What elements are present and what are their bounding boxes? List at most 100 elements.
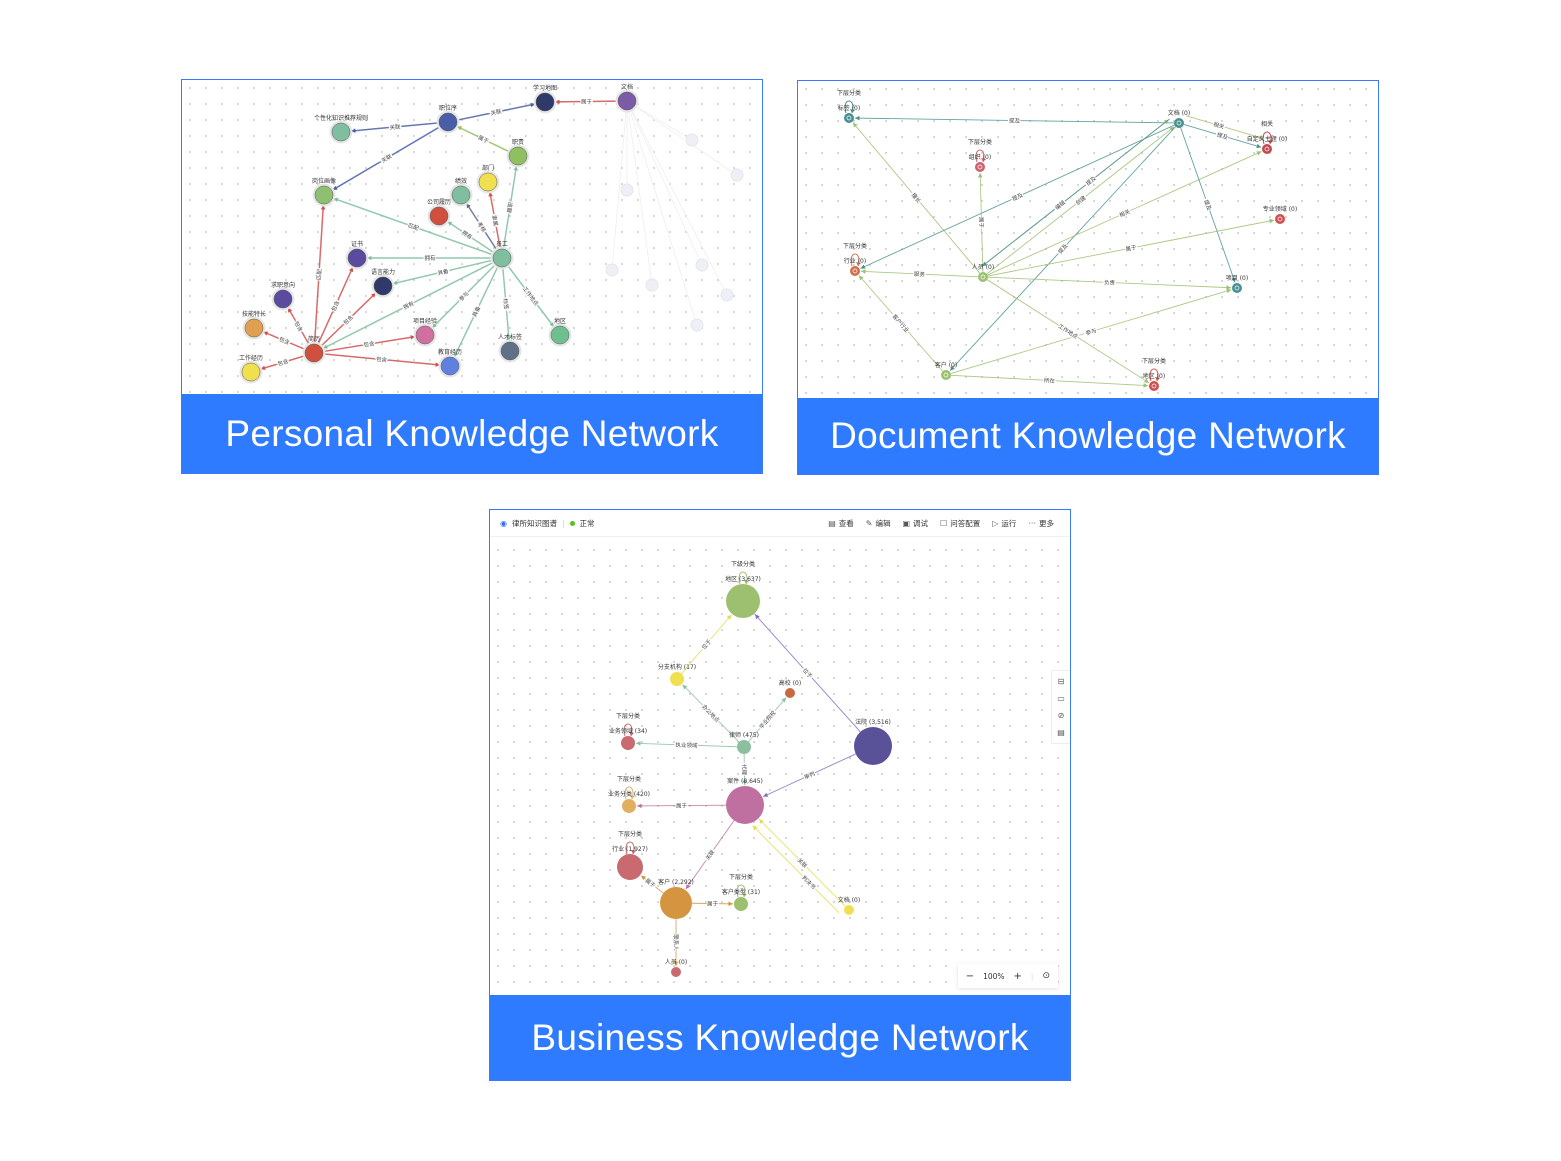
- graph-edge[interactable]: [640, 875, 664, 894]
- node-circle[interactable]: [273, 289, 293, 309]
- graph-canvas[interactable]: 学习地图文档职位序个性化知识推荐规则职责部门岗位画像绩效公司履历员工证书语言能力…: [182, 80, 762, 395]
- node-circle[interactable]: [241, 362, 261, 382]
- graph-edge[interactable]: [950, 374, 1149, 388]
- graph-edge[interactable]: [860, 124, 1175, 269]
- graph-node[interactable]: 分支机构 (17): [658, 663, 696, 686]
- zoom-in-button[interactable]: +: [1013, 970, 1022, 982]
- node-circle[interactable]: [622, 799, 636, 813]
- graph-node[interactable]: 公司履历: [427, 199, 451, 228]
- graph-edge[interactable]: 相关: [1261, 120, 1273, 145]
- graph-edge[interactable]: 下层分类: [843, 242, 867, 267]
- graph-node[interactable]: 职位序: [436, 104, 460, 134]
- view-button[interactable]: ▤查看: [828, 518, 854, 529]
- node-circle[interactable]: [660, 887, 692, 919]
- graph-node[interactable]: 行业 (1,927): [612, 845, 648, 880]
- graph-edge[interactable]: [431, 263, 497, 329]
- graph-node[interactable]: 文档 (0): [838, 896, 860, 915]
- graph-node[interactable]: 人才标签: [498, 333, 522, 363]
- graph-edge[interactable]: 下层分类: [837, 89, 861, 114]
- graph-node[interactable]: 证书: [345, 240, 369, 270]
- graph-node[interactable]: 岗位画像: [312, 177, 336, 207]
- node-circle[interactable]: [1275, 214, 1285, 224]
- node-circle[interactable]: [478, 172, 498, 192]
- graph-edge[interactable]: [1180, 127, 1236, 283]
- graph-node[interactable]: 技能特长: [242, 310, 266, 340]
- node-circle[interactable]: [451, 185, 471, 205]
- node-circle[interactable]: [438, 112, 458, 132]
- node-circle[interactable]: [304, 343, 324, 363]
- graph-edge[interactable]: [319, 292, 377, 348]
- graph-node[interactable]: 绩效: [449, 177, 473, 207]
- node-circle[interactable]: [621, 736, 635, 750]
- graph-node[interactable]: 行业 (0): [844, 257, 866, 276]
- graph-edge[interactable]: [313, 204, 326, 345]
- node-circle[interactable]: [429, 206, 449, 226]
- graph-edge[interactable]: [446, 220, 495, 254]
- graph-edge[interactable]: [322, 261, 495, 350]
- node-circle[interactable]: [844, 113, 854, 123]
- node-circle[interactable]: [331, 122, 351, 142]
- graph-node[interactable]: 求职意向: [271, 281, 295, 311]
- graph-edge[interactable]: [332, 125, 441, 191]
- node-circle[interactable]: [415, 325, 435, 345]
- zoom-out-button[interactable]: −: [965, 970, 975, 982]
- node-circle[interactable]: [941, 370, 951, 380]
- node-circle[interactable]: [975, 162, 985, 172]
- graph-edge[interactable]: [854, 115, 1175, 124]
- monitor-icon[interactable]: ▭: [1057, 694, 1065, 703]
- node-circle[interactable]: [314, 185, 334, 205]
- graph-edge[interactable]: [742, 753, 747, 786]
- graph-edge[interactable]: [367, 255, 493, 261]
- graph-node[interactable]: 文档 (0): [1168, 109, 1190, 128]
- graph-node[interactable]: 人员 (0): [665, 959, 687, 977]
- graph-node[interactable]: 法院 (3,516): [854, 718, 892, 765]
- graph-node[interactable]: 案件 (8,645): [726, 777, 764, 824]
- graph-node[interactable]: 教育经历: [438, 348, 462, 378]
- graph-edge[interactable]: [986, 279, 1150, 384]
- fit-view-icon[interactable]: ⊙: [1042, 971, 1050, 981]
- graph-edge[interactable]: 下层分类: [616, 712, 640, 737]
- graph-edge[interactable]: [752, 825, 840, 914]
- graph-node[interactable]: 地区 (3,637): [725, 575, 761, 618]
- graph-edge[interactable]: [506, 264, 555, 328]
- node-circle[interactable]: [244, 318, 264, 338]
- graph-edge[interactable]: [685, 820, 735, 890]
- edit-button[interactable]: ✎编辑: [866, 518, 891, 529]
- graph-node[interactable]: 标签 (0): [838, 104, 860, 123]
- node-circle[interactable]: [617, 91, 637, 111]
- compass-icon[interactable]: ⊘: [1057, 711, 1065, 720]
- node-circle[interactable]: [492, 248, 512, 268]
- graph-node[interactable]: 员工: [490, 241, 514, 270]
- node-circle[interactable]: [535, 92, 555, 112]
- graph-edge[interactable]: [981, 118, 1170, 267]
- graph-edge[interactable]: [1186, 115, 1264, 140]
- graph-edge[interactable]: 下级分类: [731, 560, 755, 585]
- graph-node[interactable]: 律师 (475): [729, 731, 759, 754]
- graph-node[interactable]: 客户 (0): [935, 361, 957, 380]
- node-circle[interactable]: [726, 584, 760, 618]
- graph-edge[interactable]: 下层分类: [1142, 357, 1166, 382]
- graph-node[interactable]: 简历: [302, 335, 326, 365]
- graph-edge[interactable]: [987, 151, 1262, 276]
- graph-edge[interactable]: [950, 288, 1232, 374]
- graph-edge[interactable]: [681, 614, 732, 674]
- node-circle[interactable]: [854, 727, 892, 765]
- graph-node[interactable]: 业务领域 (34): [609, 727, 647, 750]
- graph-node[interactable]: 地区: [548, 317, 572, 347]
- inbox-icon[interactable]: ⊟: [1057, 677, 1065, 686]
- node-circle[interactable]: [500, 341, 520, 361]
- node-circle[interactable]: [1232, 283, 1242, 293]
- graph-node[interactable]: 客户 (2,292): [658, 878, 694, 919]
- graph-node[interactable]: 语言能力: [371, 268, 395, 298]
- node-circle[interactable]: [671, 967, 681, 977]
- graph-edge[interactable]: 下层分类: [617, 775, 641, 800]
- node-circle[interactable]: [850, 266, 860, 276]
- graph-edge[interactable]: [852, 122, 981, 274]
- graph-node[interactable]: 文档: [615, 83, 639, 113]
- graph-edge[interactable]: [762, 753, 856, 798]
- graph-edge[interactable]: [635, 741, 738, 748]
- graph-edge[interactable]: [456, 125, 511, 153]
- graph-edge[interactable]: [987, 218, 1275, 277]
- graph-edge[interactable]: 下层分类: [618, 830, 642, 855]
- graph-edge[interactable]: [453, 265, 499, 358]
